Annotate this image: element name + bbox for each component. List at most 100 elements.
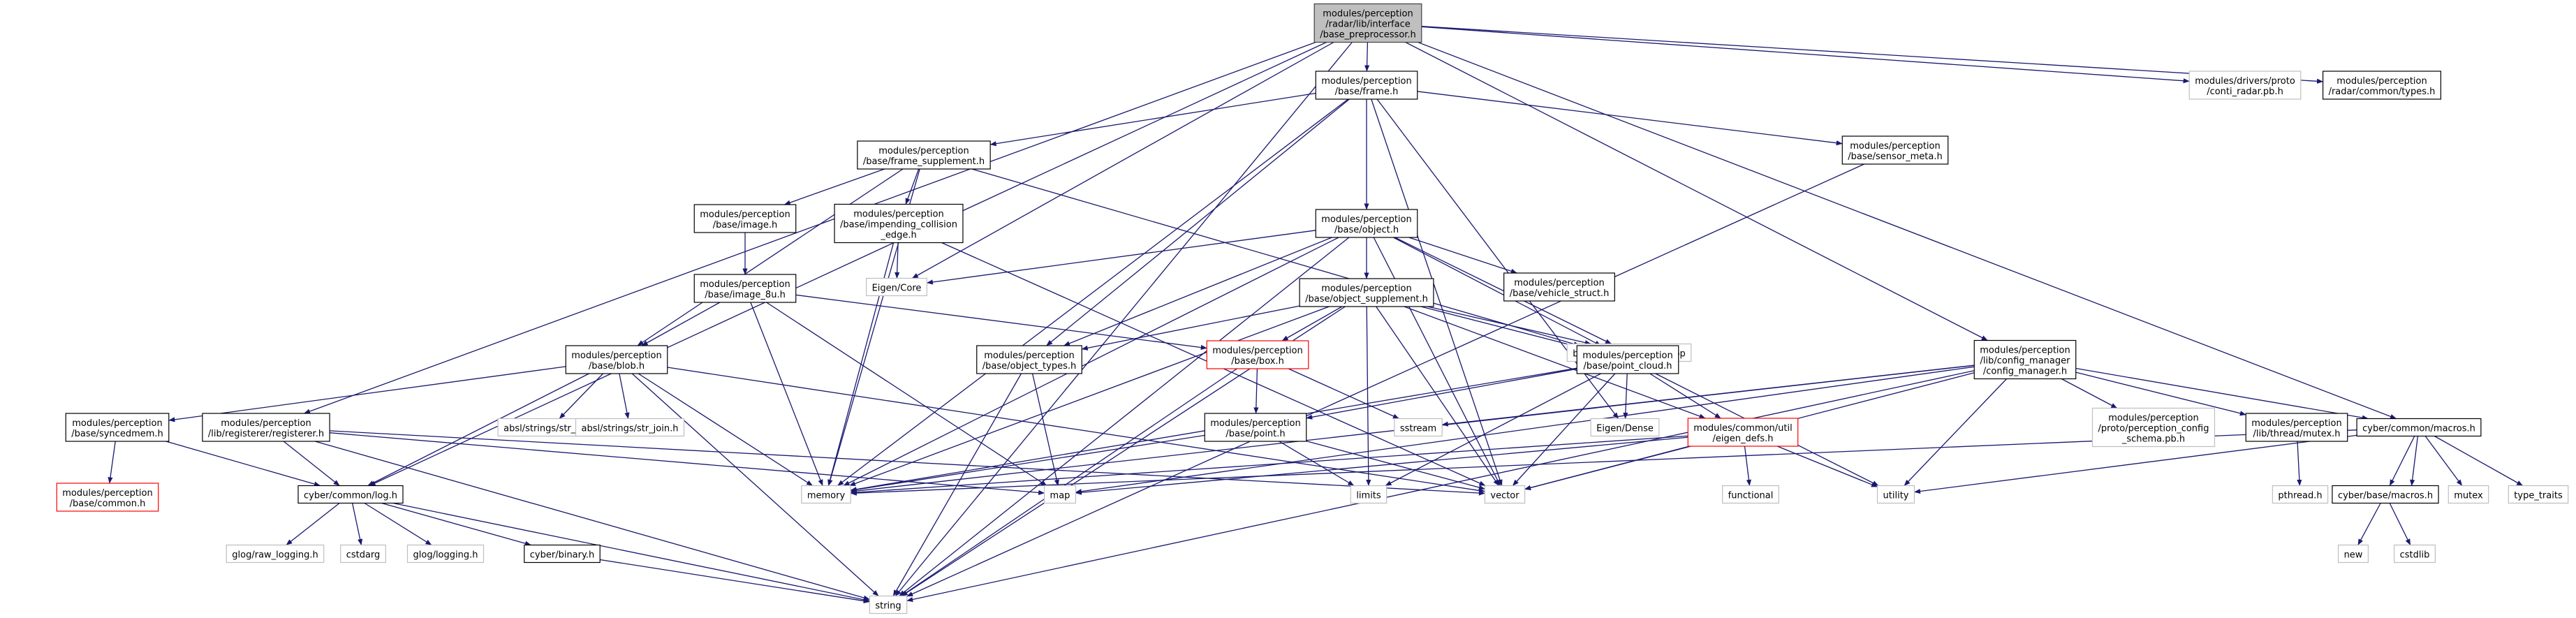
node-pointcloud[interactable]: modules/perception/base/point_cloud.h — [1576, 345, 1679, 374]
node-new[interactable]: new — [2337, 544, 2369, 564]
edge-object-to-string — [899, 237, 1350, 597]
node-point[interactable]: modules/perception/base/point.h — [1204, 413, 1307, 442]
node-sensor_meta[interactable]: modules/perception/base/sensor_meta.h — [1841, 135, 1949, 165]
edge-object-to-pointcloud — [1393, 237, 1601, 346]
edge-configmgr-to-utility — [1904, 378, 2008, 486]
node-box — [1590, 418, 1660, 437]
node-label-line: /base/image_8u.h — [705, 290, 786, 300]
node-label-line: modules/perception — [878, 146, 969, 156]
node-box — [226, 544, 325, 564]
node-box — [2245, 413, 2348, 442]
node-label-line: /base_preprocessor.h — [1320, 30, 1416, 41]
node-label-line: memory — [807, 491, 846, 501]
node-limits[interactable]: limits — [1350, 485, 1388, 504]
node-objsupp[interactable]: modules/perception/base/object_supplemen… — [1299, 278, 1434, 307]
node-label-line: modules/perception — [2336, 76, 2427, 87]
node-configmgr[interactable]: modules/perception/lib/config_manager/co… — [1973, 339, 2077, 380]
node-label-line: modules/perception — [2108, 413, 2198, 424]
edge-configmgr-to-protocfg — [2061, 378, 2118, 409]
node-functional[interactable]: functional — [1722, 485, 1779, 504]
edge-root-to-log — [369, 41, 1327, 487]
node-label-line: cyber/common/macros.h — [2362, 424, 2475, 434]
node-label-line: modules/perception — [1514, 278, 1604, 288]
node-label-line: /config_manager.h — [1983, 367, 2067, 377]
node-image8u[interactable]: modules/perception/base/image_8u.h — [693, 274, 797, 303]
node-gloglog[interactable]: glog/raw_logging.h — [226, 544, 325, 564]
edge-macros-to-basemacros — [2389, 436, 2415, 486]
edge-root-to-radartypes — [1421, 26, 2324, 84]
edge-point-to-memory — [850, 434, 1205, 492]
edge-eigendefs-to-utility — [1776, 446, 1878, 487]
node-label-line: sstream — [1400, 424, 1436, 434]
node-glogging[interactable]: glog/logging.h — [406, 544, 485, 564]
node-box — [565, 345, 668, 374]
node-label-line: functional — [1728, 491, 1774, 501]
node-box — [2332, 485, 2439, 504]
node-frame[interactable]: modules/perception/base/frame.h — [1315, 71, 1418, 100]
node-box — [866, 277, 927, 297]
node-conti[interactable]: modules/drivers/proto/conti_radar.pb.h — [2188, 71, 2302, 100]
node-label-line: limits — [1356, 491, 1381, 501]
node-box — [834, 203, 964, 244]
node-box — [1350, 485, 1388, 504]
node-utility[interactable]: utility — [1876, 485, 1915, 504]
node-label-line: modules/perception — [571, 351, 661, 361]
edge-syncedmem-to-log — [165, 441, 321, 487]
edge-blob-to-string — [631, 373, 879, 596]
node-box[interactable]: modules/perception/base/box.h — [1206, 340, 1309, 369]
node-typetraits[interactable]: type_traits — [2508, 485, 2569, 504]
node-syncedmem[interactable]: modules/perception/base/syncedmem.h — [65, 413, 170, 442]
node-mutexh[interactable]: modules/perception/lib/thread/mutex.h — [2245, 413, 2348, 442]
node-radartypes[interactable]: modules/perception/radar/common/types.h — [2322, 71, 2442, 100]
node-macros[interactable]: cyber/common/macros.h — [2356, 418, 2482, 437]
node-eigendefs[interactable]: modules/common/util/eigen_defs.h — [1687, 418, 1799, 447]
node-label-line: map — [1050, 491, 1070, 501]
node-blob[interactable]: modules/perception/base/blob.h — [565, 345, 668, 374]
node-cstdarg[interactable]: cstdarg — [340, 544, 386, 564]
node-label-line: /base/vehicle_struct.h — [1510, 288, 1610, 299]
node-registerer[interactable]: modules/perception/lib/registerer/regist… — [202, 413, 330, 442]
node-box — [1394, 418, 1443, 437]
node-label-line: _edge.h — [880, 230, 916, 241]
edge-frame-to-memory — [837, 98, 1348, 487]
node-impending[interactable]: modules/perception/base/impending_collis… — [834, 203, 964, 244]
node-box — [1484, 485, 1526, 504]
node-map[interactable]: map — [1043, 485, 1077, 504]
node-eigencore[interactable]: Eigen/Core — [866, 277, 927, 297]
node-binary[interactable]: cyber/binary.h — [524, 544, 601, 564]
node-strjoin[interactable]: absl/strings/str_join.h — [575, 418, 685, 437]
node-object[interactable]: modules/perception/base/object.h — [1315, 209, 1418, 238]
node-vector[interactable]: vector — [1484, 485, 1526, 504]
node-string[interactable]: string — [869, 595, 908, 615]
node-basemacros[interactable]: cyber/base/macros.h — [2332, 485, 2439, 504]
node-label-line: _schema.pb.h — [2121, 434, 2185, 445]
node-root[interactable]: modules/perception/radar/lib/interface/b… — [1313, 3, 1422, 43]
node-label-line: Eigen/Dense — [1596, 424, 1654, 434]
node-memory[interactable]: memory — [801, 485, 851, 504]
node-label-line: vector — [1490, 491, 1519, 501]
node-box — [2508, 485, 2569, 504]
edge-object-to-vector — [1373, 237, 1501, 486]
node-cstdlib[interactable]: cstdlib — [2394, 544, 2436, 564]
node-protocfg[interactable]: modules/perception/proto/perception_conf… — [2091, 407, 2216, 448]
node-basecommon[interactable]: modules/perception/base/common.h — [56, 483, 159, 512]
node-label-line: /base/sensor_meta.h — [1848, 152, 1942, 162]
node-layer: modules/perception/radar/lib/interface/b… — [56, 3, 2569, 615]
node-label-line: pthread.h — [2278, 491, 2322, 501]
node-label-line: mutex — [2454, 491, 2483, 501]
edge-blob-to-strjoin — [619, 373, 630, 419]
node-objtypes[interactable]: modules/perception/base/object_types.h — [976, 345, 1082, 374]
edge-configmgr-to-string — [906, 370, 1975, 603]
node-mutex[interactable]: mutex — [2448, 485, 2489, 504]
node-log[interactable]: cyber/common/log.h — [297, 485, 404, 504]
node-sstream[interactable]: sstream — [1394, 418, 1443, 437]
node-pthread[interactable]: pthread.h — [2272, 485, 2329, 504]
node-vehicle[interactable]: modules/perception/base/vehicle_struct.h — [1503, 272, 1615, 302]
node-label-line: /eigen_defs.h — [1713, 434, 1774, 444]
node-eigendense[interactable]: Eigen/Dense — [1590, 418, 1660, 437]
node-frame_supp[interactable]: modules/perception/base/frame_supplement… — [857, 140, 991, 170]
edge-objsupp-to-boostcb — [1427, 306, 1591, 346]
edge-layer — [108, 26, 2524, 604]
node-image[interactable]: modules/perception/base/image.h — [693, 204, 797, 233]
